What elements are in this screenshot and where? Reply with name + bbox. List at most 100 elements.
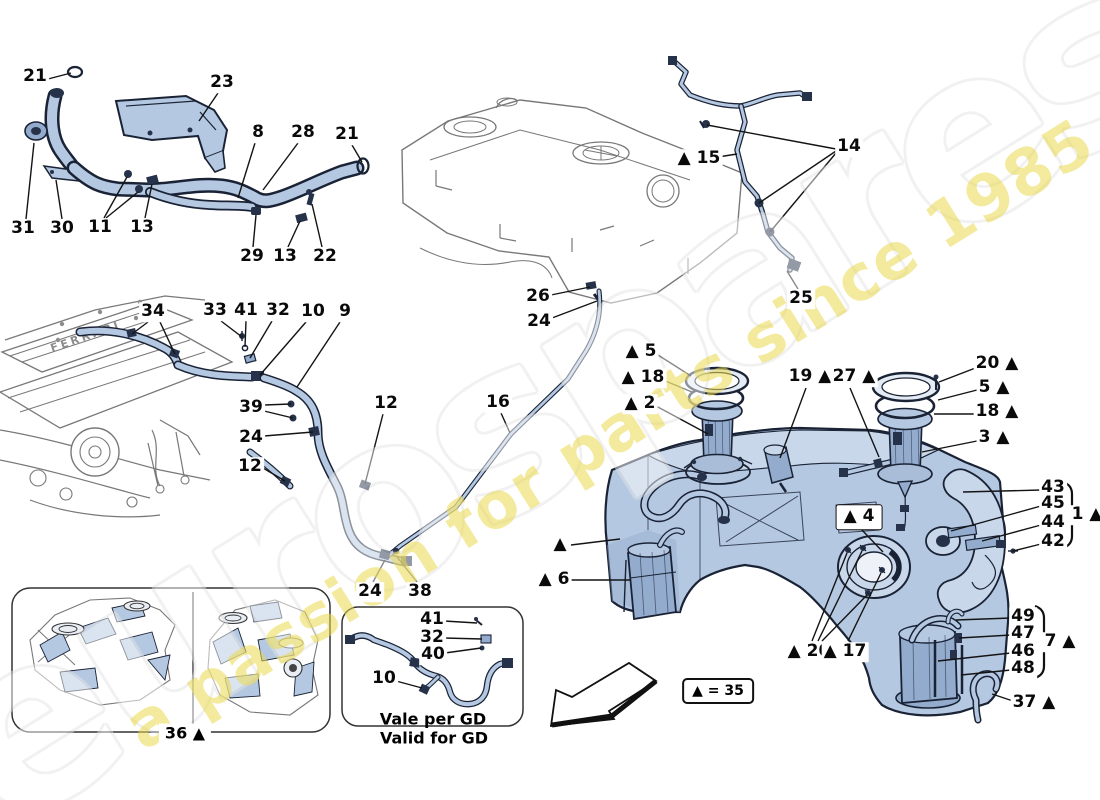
leader-30	[55, 179, 63, 220]
leader-31	[25, 142, 35, 220]
callout-14: 14	[835, 136, 863, 157]
callout-18-left: ▲ 18	[619, 367, 667, 388]
leader-23	[198, 92, 219, 122]
leader-20-tank	[817, 550, 863, 642]
leader-45	[950, 505, 1042, 532]
callout-48: 48	[1009, 658, 1037, 679]
leader-20-right	[938, 366, 979, 383]
callout-33: 33	[201, 300, 229, 321]
leader-39	[263, 410, 294, 419]
callout-19: 19 ▲	[786, 366, 834, 387]
leader-11	[105, 191, 139, 219]
callout-1: 1 ▲	[1069, 505, 1100, 525]
leader-10-engine	[259, 321, 307, 376]
leader-27	[849, 387, 880, 458]
callout-45: 45	[1039, 493, 1067, 514]
callout-35-left: ▲	[551, 534, 569, 555]
callout-12-right: 12	[372, 393, 400, 414]
leader-9	[296, 321, 341, 388]
watermark-tagline: a passion for parts since 1985	[112, 104, 1100, 766]
leader-21-top	[47, 72, 72, 80]
leader-34	[131, 321, 149, 335]
callout-37: 37 ▲	[1010, 692, 1058, 713]
leader-13-left	[144, 183, 153, 219]
leader-38	[396, 556, 418, 583]
legend-box: ▲ = 35	[682, 678, 754, 704]
callout-21-right: 21	[333, 124, 361, 145]
leader-20-tank	[821, 594, 868, 642]
leader-24-bottom	[372, 559, 386, 583]
callout-47: 47	[1009, 623, 1037, 644]
filler-head-art	[24, 121, 48, 141]
leader-24-engine	[263, 431, 314, 437]
pump-tower-right-art	[871, 371, 941, 499]
inset-36-art	[11, 587, 331, 733]
connector-stack-art	[946, 524, 1018, 590]
leader-41-engine	[244, 320, 247, 348]
leader-8	[237, 142, 256, 199]
leader-13-mid	[287, 220, 301, 248]
callout-24-bottom: 24	[356, 581, 384, 602]
callout-5-right: 5 ▲	[976, 377, 1012, 398]
leader-40	[444, 647, 482, 654]
callout-4: ▲ 4	[835, 504, 883, 530]
duct-art	[936, 468, 1006, 614]
leader-14	[706, 124, 837, 150]
callout-23: 23	[208, 72, 236, 93]
gd-caption-italian: Vale per GD	[379, 709, 487, 729]
callout-44: 44	[1039, 512, 1067, 533]
filler-pipe-assembly-art	[24, 65, 370, 224]
tank-outline-art	[401, 97, 743, 304]
leader-10-gd	[395, 680, 423, 689]
leader-22	[311, 203, 323, 248]
callout-39: 39	[237, 397, 265, 418]
leader-4	[860, 528, 884, 553]
leader-14	[769, 152, 837, 233]
leader-42	[1012, 543, 1042, 552]
callout-40: 40	[419, 644, 447, 665]
callout-24-engine: 24	[237, 427, 265, 448]
bracket-30-art	[42, 165, 90, 183]
callout-5-left: ▲ 5	[623, 341, 659, 362]
leader-34	[159, 321, 176, 355]
leader-25	[786, 270, 799, 290]
gd-caption-english: Valid for GD	[379, 728, 489, 748]
callout-17: ▲ 17	[821, 641, 869, 662]
callout-43: 43	[1039, 477, 1067, 498]
callout-18-right: 18 ▲	[973, 401, 1021, 422]
leader-12-left	[262, 467, 286, 482]
leader-14	[758, 150, 837, 204]
leader-21-right	[351, 144, 363, 163]
callout-41-engine: 41	[232, 300, 260, 321]
leader-41-gd	[443, 620, 478, 624]
callout-49: 49	[1009, 606, 1037, 627]
callout-2: ▲ 2	[622, 393, 658, 414]
leader-32-engine	[249, 320, 273, 359]
sender-19-art	[764, 446, 794, 484]
leader-24-top	[551, 300, 598, 319]
leader-19	[779, 387, 807, 459]
callout-7: 7 ▲	[1042, 631, 1078, 652]
engine-badge-text: FERRARI	[49, 318, 123, 354]
leader-35-left	[570, 538, 621, 546]
callout-10-engine: 10	[299, 301, 327, 322]
callout-24-top: 24	[525, 311, 553, 332]
callout-46: 46	[1009, 641, 1037, 662]
callout-38: 38	[406, 581, 434, 602]
callout-28: 28	[289, 122, 317, 143]
callout-10-gd: 10	[370, 668, 398, 689]
o-ring-21-art	[66, 65, 84, 79]
callout-32-engine: 32	[264, 300, 292, 321]
callout-25: 25	[787, 288, 815, 309]
callout-27: 27 ▲	[830, 366, 878, 387]
callout-22: 22	[311, 246, 339, 267]
callout-11: 11	[86, 217, 114, 238]
callout-26: 26	[524, 286, 552, 307]
callout-16: 16	[484, 392, 512, 413]
leader-3-right	[921, 440, 978, 453]
leader-48	[960, 669, 1012, 676]
leader-44	[981, 524, 1042, 542]
engine-art: FERRARI	[0, 295, 234, 518]
